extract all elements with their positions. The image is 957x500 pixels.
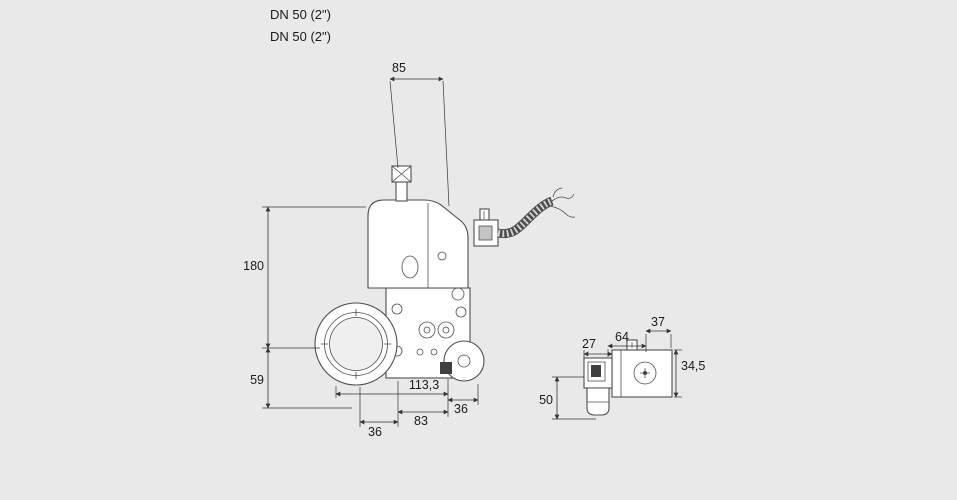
cable-wire-icon [551,193,575,202]
dimension-113-3: 113,3 [335,378,449,398]
dn-label-line1: DN 50 (2") [270,7,331,22]
dn-label-line2: DN 50 (2") [270,29,331,44]
dim-85-label: 85 [392,61,406,75]
valve-side-view: 37 64 27 34,5 50 [539,315,705,420]
dim-180-label: 180 [243,259,264,273]
valve-stem [391,165,412,202]
dimension-50: 50 [539,376,596,420]
dimension-36-right: 36 [447,397,479,416]
dimension-85: 85 [389,61,450,207]
valve-actuator [367,199,469,289]
dim-64-label: 64 [615,330,629,344]
dim-113-label: 113,3 [409,378,439,392]
dim-83-label: 83 [414,414,428,428]
dimension-37: 37 [645,315,672,352]
dim-27-label: 27 [582,337,596,351]
dim-34-5-label: 34,5 [681,359,705,373]
side-body [611,349,673,398]
dim-36-right-label: 36 [454,402,468,416]
dim-50-label: 50 [539,393,553,407]
dimension-59: 59 [250,347,352,409]
dim-59-label: 59 [250,373,264,387]
dim-37-label: 37 [651,315,665,329]
pipe-flange [314,302,398,386]
cable-wire-icon [549,205,576,218]
dn-labels: DN 50 (2") DN 50 (2") [270,7,331,44]
dimension-34-5: 34,5 [673,349,705,398]
dimension-64: 64 [607,330,647,357]
dimension-27: 27 [582,337,613,360]
solenoid-coil [586,387,610,416]
cable-wire-icon [552,187,563,198]
dimension-36-left: 36 [359,419,399,439]
valve-front-view: 85 180 59 113,3 [243,61,576,439]
outlet-boss [440,340,485,382]
cable-conduit [497,187,576,239]
dimension-180: 180 [243,206,366,349]
dimension-83: 83 [397,409,449,428]
side-connector [583,357,613,389]
dim-36-left-label: 36 [368,425,382,439]
solenoid-connector [473,208,499,247]
